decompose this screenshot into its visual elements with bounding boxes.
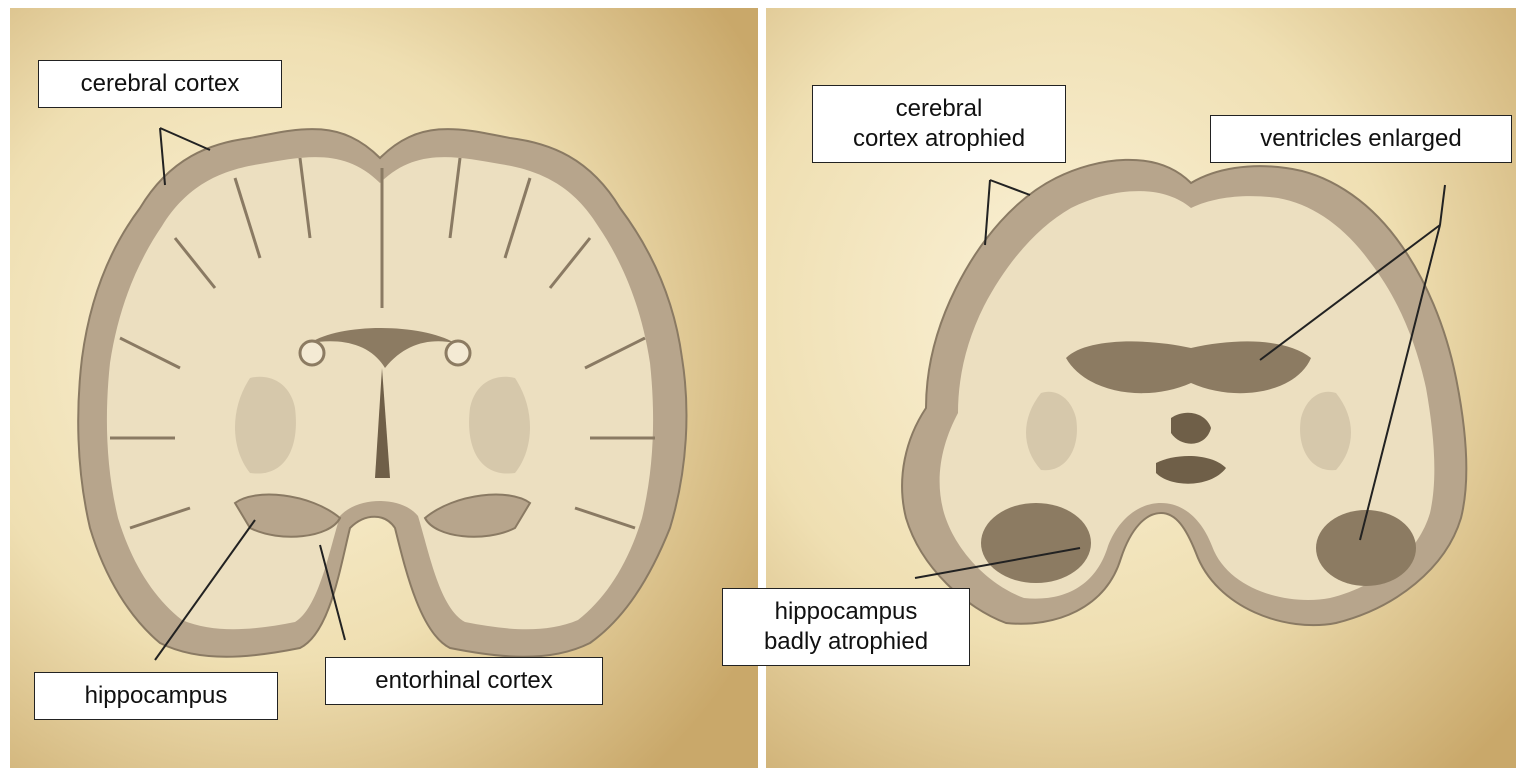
ventricle-right-horn xyxy=(446,341,470,365)
label-hippocampus-text: hippocampus xyxy=(47,681,265,711)
label-ventricles-enlarged: ventricles enlarged xyxy=(1210,115,1512,163)
label-entorhinal-cortex: entorhinal cortex xyxy=(325,657,603,705)
ventricle-left-horn xyxy=(300,341,324,365)
label-cortex-atrophied-line2: cortex atrophied xyxy=(825,124,1053,154)
label-cerebral-cortex-text: cerebral cortex xyxy=(51,69,269,99)
healthy-brain-panel xyxy=(10,8,758,768)
label-cortex-atrophied-line1: cerebral xyxy=(825,94,1053,124)
label-hippocampus: hippocampus xyxy=(34,672,278,720)
healthy-brain-illustration xyxy=(10,8,758,768)
label-hippocampus-atrophied-line2: badly atrophied xyxy=(735,627,957,657)
label-cerebral-cortex: cerebral cortex xyxy=(38,60,282,108)
label-hippocampus-atrophied: hippocampus badly atrophied xyxy=(722,588,970,666)
hippocampus-atrophied-right xyxy=(1316,510,1416,586)
label-entorhinal-cortex-text: entorhinal cortex xyxy=(338,666,590,696)
hippocampus-atrophied-left xyxy=(981,503,1091,583)
label-hippocampus-atrophied-line1: hippocampus xyxy=(735,597,957,627)
label-cortex-atrophied: cerebral cortex atrophied xyxy=(812,85,1066,163)
label-ventricles-enlarged-text: ventricles enlarged xyxy=(1223,124,1499,154)
